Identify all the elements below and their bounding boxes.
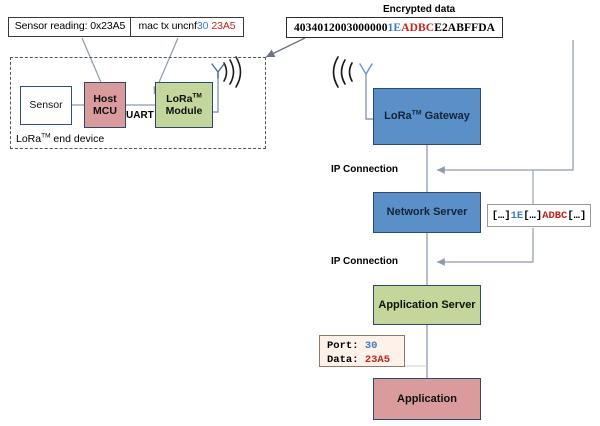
radio-waves-gateway <box>332 56 353 88</box>
wire-gateway-antenna <box>365 74 373 120</box>
hex-segment-4: E2ABFFDA <box>434 21 496 34</box>
callout-sensor-reading: Sensor reading: 0x23A5 <box>8 17 132 37</box>
node-application-label: Application <box>397 392 457 405</box>
data-row: Data: 23A5 <box>327 353 397 367</box>
ns-ann-blue: 1E <box>510 209 524 222</box>
mac-command-prefix: mac tx uncnf <box>138 20 197 33</box>
port-row: Port: 30 <box>327 339 397 353</box>
arrow-nsbox-to-ip2 <box>437 228 534 266</box>
port-label: Port: <box>327 340 359 352</box>
ns-ann-p2: […] <box>523 209 543 222</box>
antenna-icon-gateway <box>359 63 373 76</box>
node-sensor: Sensor <box>20 86 72 125</box>
node-host-mcu-line1: Host <box>93 92 117 105</box>
port-data-box: Port: 30 Data: 23A5 <box>319 335 405 367</box>
mac-command-data: 23A5 <box>211 20 236 33</box>
node-network-server: Network Server <box>373 192 481 233</box>
node-lora-module: LoRaTM Module <box>155 82 213 128</box>
ns-ann-p1: […] <box>491 209 511 222</box>
label-ip-connection-2: IP Connection <box>331 256 399 267</box>
node-lora-gateway-label: LoRaTM Gateway <box>384 109 470 123</box>
network-server-annotation: […]1E[…]ADBC[…] <box>487 204 591 227</box>
node-network-server-label: Network Server <box>386 206 468 219</box>
leader-encrypted-to-device <box>265 37 306 58</box>
ns-ann-red: ADBC <box>542 209 568 222</box>
hex-segment-2-blue: 1E <box>387 21 402 34</box>
port-value: 30 <box>364 340 378 352</box>
node-lora-module-line1: LoRaTM <box>166 92 202 105</box>
hex-segment-3-red: ADBC <box>401 21 435 34</box>
label-end-device: LoRaTM end device <box>16 132 105 145</box>
node-lora-gateway: LoRaTM Gateway <box>373 88 481 145</box>
node-lora-module-line2: Module <box>165 105 203 117</box>
data-label: Data: <box>327 354 359 367</box>
end-device-boundary <box>10 57 266 149</box>
data-value: 23A5 <box>364 354 391 367</box>
label-uart: UART <box>126 110 154 121</box>
label-ip-connection-1: IP Connection <box>331 164 399 175</box>
encrypted-data-title: Encrypted data <box>383 4 456 15</box>
node-application-server: Application Server <box>373 285 481 325</box>
node-host-mcu-line2: MCU <box>93 105 117 117</box>
callout-sensor-reading-text: Sensor reading: 0x23A5 <box>14 20 126 33</box>
ns-ann-p3: […] <box>567 209 587 222</box>
node-sensor-label: Sensor <box>29 99 63 112</box>
mac-command-port: 30 <box>196 20 209 33</box>
node-application: Application <box>373 378 481 420</box>
node-application-server-label: Application Server <box>378 298 476 311</box>
node-host-mcu: Host MCU <box>84 82 126 128</box>
hex-segment-1: 4034012003000000 <box>293 21 388 34</box>
